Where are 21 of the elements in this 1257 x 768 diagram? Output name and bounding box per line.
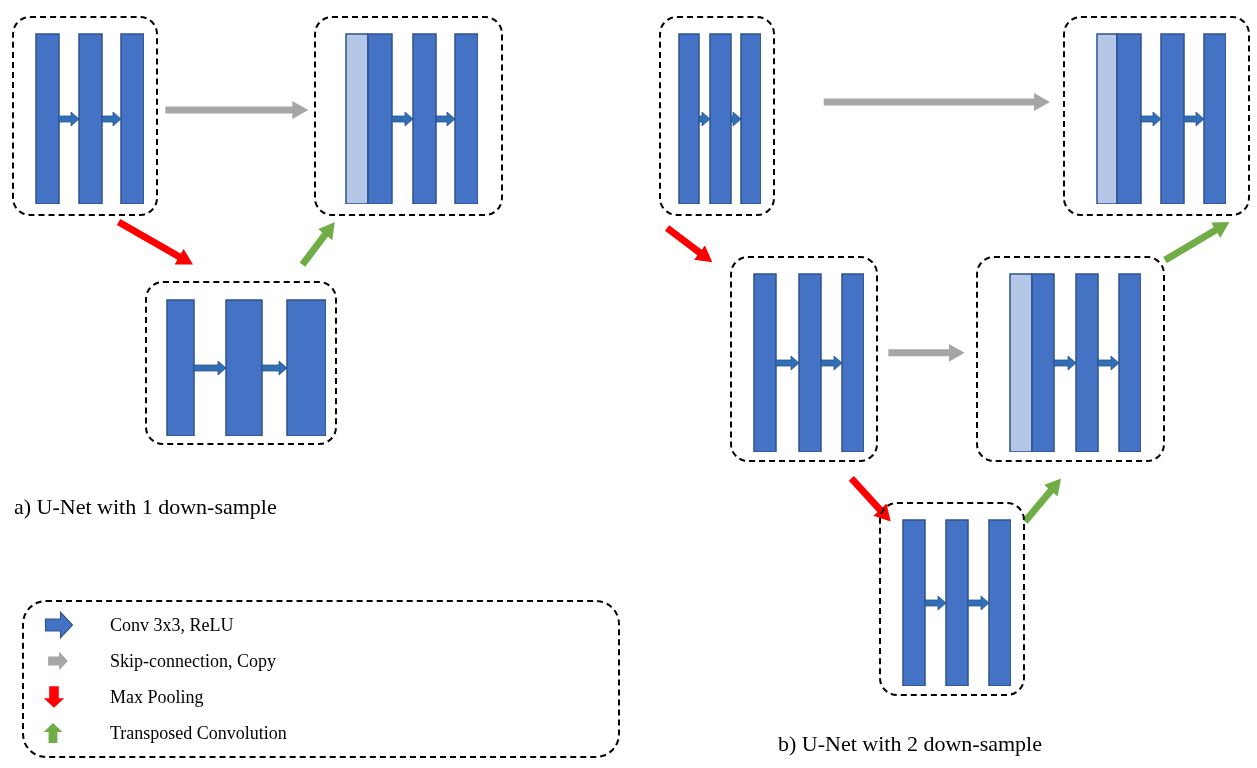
layer-block [12,16,158,216]
arrow [1022,478,1062,524]
legend-label: Conv 3x3, ReLU [110,613,234,637]
layer-block [730,256,878,462]
arrow [116,218,193,265]
layer-block [314,16,503,216]
legend-label: Transposed Convolution [110,721,287,745]
layer-block [879,502,1025,696]
layer-block [145,281,337,445]
caption: b) U-Net with 2 down-sample [778,730,1042,758]
arrow [848,476,891,522]
arrow [299,222,335,267]
arrow [1163,222,1230,264]
caption: a) U-Net with 1 down-sample [14,493,277,521]
legend-label: Max Pooling [110,685,204,709]
layer-block [659,16,775,216]
layer-block [1063,16,1250,216]
legend-label: Skip-connection, Copy [110,649,276,673]
arrow [823,93,1050,111]
arrow [665,225,713,263]
layer-block [976,256,1165,462]
